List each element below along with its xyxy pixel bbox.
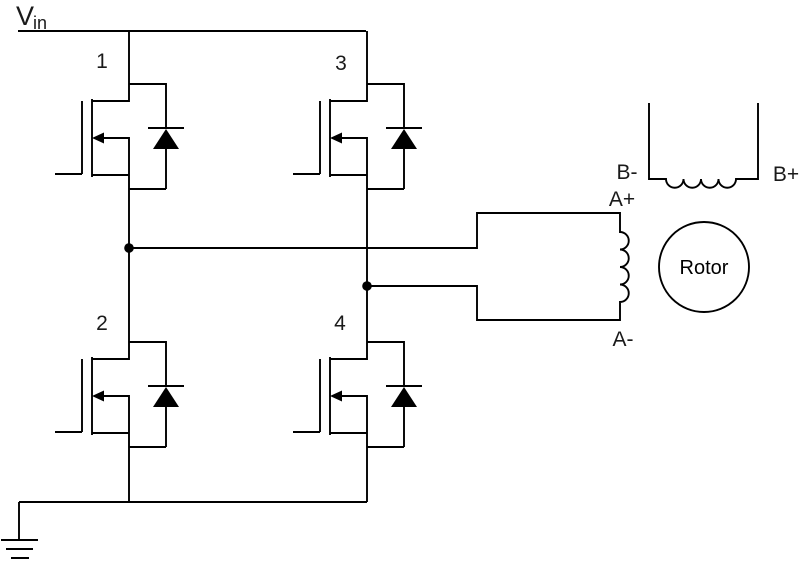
vin-subscript: in [33, 13, 47, 33]
terminal-a-plus-label: A+ [609, 188, 635, 211]
mosfet-4-label: 4 [334, 312, 346, 335]
junction-dot-a-minus [362, 281, 372, 291]
mosfet-1 [54, 83, 185, 190]
phase-a-winding-loop [129, 212, 630, 321]
mosfet-4 [292, 341, 423, 448]
mosfet-1-label: 1 [96, 50, 108, 73]
junction-dot-a-plus [124, 243, 134, 253]
mosfet-2-label: 2 [96, 312, 108, 335]
mosfet-2 [54, 341, 185, 448]
mosfet-3 [292, 83, 423, 190]
ground-icon [1, 502, 38, 559]
terminal-a-minus-label: A- [613, 328, 634, 351]
terminal-b-plus-label: B+ [773, 163, 799, 186]
phase-b-winding [648, 103, 759, 189]
rotor-circle [658, 221, 750, 313]
mosfet-3-label: 3 [335, 52, 347, 75]
terminal-b-minus-label: B- [617, 161, 638, 184]
rotor-label: Rotor [680, 257, 729, 279]
vin-label: V [16, 1, 34, 31]
